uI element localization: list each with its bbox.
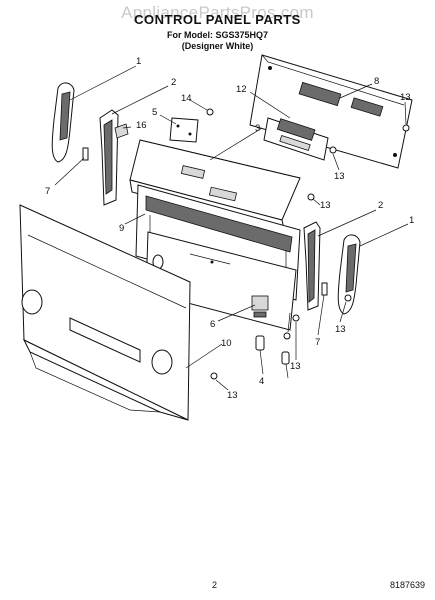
- page-number: 2: [212, 580, 218, 590]
- callout-7-left: 7: [45, 186, 50, 197]
- page-title: CONTROL PANEL PARTS: [134, 12, 301, 27]
- part-1-end-cap-right: [337, 234, 361, 315]
- callout-1-top: 1: [136, 56, 141, 67]
- callout-7-right: 7: [315, 337, 320, 348]
- callout-labels: 1 2 5 14 16 12 8 13 3 13 7 9 13 2 1 6 7 …: [45, 56, 414, 401]
- callout-13-c: 13: [320, 200, 331, 211]
- variant-line: (Designer White): [181, 41, 254, 51]
- part-7-clip-left: [82, 147, 89, 161]
- part-1-end-cap-left: [51, 82, 75, 163]
- callout-5: 5: [152, 107, 157, 118]
- callout-8: 8: [374, 76, 379, 87]
- callout-13-a: 13: [400, 92, 411, 103]
- callout-10: 10: [221, 338, 232, 349]
- callout-13-b: 13: [334, 171, 345, 182]
- callout-13-d: 13: [335, 324, 346, 335]
- callout-6: 6: [210, 319, 215, 330]
- part-10-back-panel: [19, 204, 191, 421]
- screw-icon: [206, 108, 410, 380]
- part-12-control-board: [263, 117, 329, 161]
- callout-4: 4: [259, 376, 264, 387]
- part-2-side-bracket-left: [99, 109, 119, 206]
- part-8-rear-console: [249, 54, 413, 169]
- model-line: For Model: SGS375HQ7: [166, 30, 269, 40]
- part-7-clip-right: [321, 282, 328, 296]
- callout-13-e: 13: [290, 361, 301, 372]
- callout-9: 9: [119, 223, 124, 234]
- callout-3: 3: [255, 123, 260, 134]
- callout-2-right: 2: [378, 200, 383, 211]
- part-5-plate: [169, 117, 199, 143]
- watermark: AppliancePartsPros.com: [121, 3, 314, 22]
- document-number: 8187639: [390, 580, 426, 590]
- leader-lines: [54, 65, 409, 391]
- callout-2-top: 2: [171, 77, 176, 88]
- part-4-spacer: [255, 335, 290, 365]
- callout-13-f: 13: [227, 390, 238, 401]
- callout-14: 14: [181, 93, 192, 104]
- callout-12: 12: [236, 84, 247, 95]
- callout-1-right: 1: [409, 215, 414, 226]
- callout-16: 16: [136, 120, 147, 131]
- part-2-side-bracket-right: [303, 221, 321, 311]
